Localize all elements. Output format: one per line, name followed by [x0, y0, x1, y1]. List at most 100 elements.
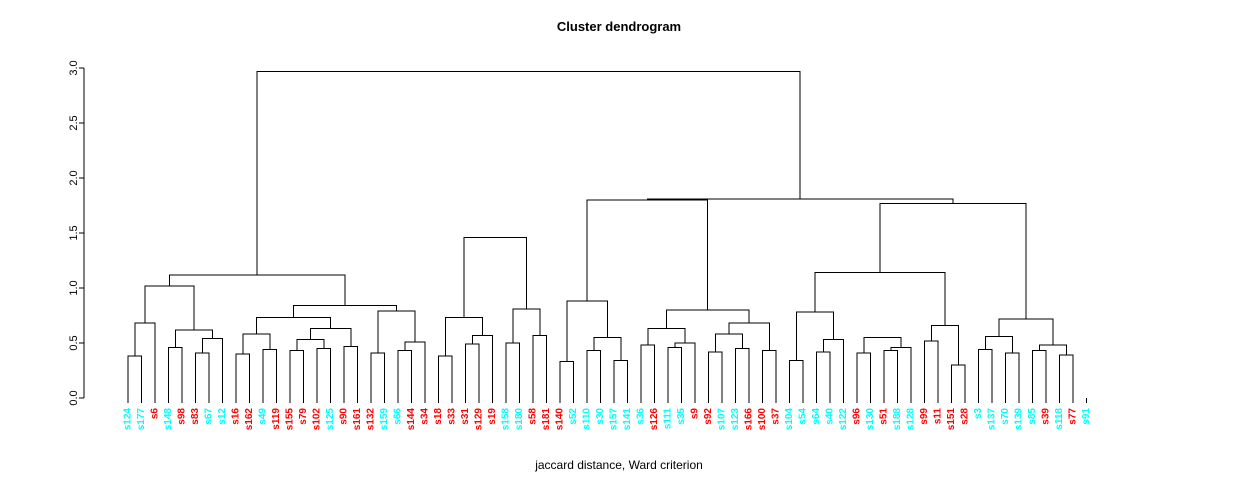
leaf-label: s119	[271, 408, 282, 430]
y-tick-label: 0.5	[68, 335, 80, 350]
dendrogram-branch	[814, 272, 946, 326]
leaf-label: s98	[177, 408, 188, 425]
leaf-label: s148	[163, 408, 174, 431]
leaf-label: s166	[744, 408, 755, 431]
dendrogram-branch	[444, 317, 483, 357]
leaf-label: s129	[474, 408, 485, 431]
leaf-label: s6	[150, 408, 161, 420]
leaf-label: s110	[582, 408, 593, 430]
leaf-label: s37	[771, 408, 782, 425]
dendrogram-branch	[343, 345, 358, 398]
dendrogram-branch	[242, 333, 271, 354]
x-axis-label: jaccard distance, Ward criterion	[535, 458, 703, 472]
dendrogram-branch	[789, 360, 804, 398]
dendrogram-branch	[951, 364, 966, 398]
leaf-label: s9	[690, 408, 701, 420]
leaf-label: s11	[933, 408, 944, 425]
dendrogram-branch	[255, 317, 331, 335]
leaf-label: s58	[528, 408, 539, 425]
dendrogram-branch	[674, 342, 696, 398]
y-tick-label: 1.0	[68, 280, 80, 295]
dendrogram-branch	[532, 334, 547, 398]
dendrogram-branch	[978, 349, 993, 398]
dendrogram-branch	[370, 352, 385, 398]
dendrogram-branch	[665, 309, 750, 329]
leaf-label: s64	[811, 408, 822, 425]
dendrogram-branch	[640, 344, 655, 398]
leaf-label: s144	[406, 408, 417, 431]
leaf-label: s36	[636, 408, 647, 425]
dendrogram-branch	[822, 339, 844, 398]
leaf-label: s124	[123, 408, 134, 431]
leaf-label: s16	[231, 408, 242, 425]
leaf-label: s49	[258, 408, 269, 425]
dendrogram-branch	[762, 350, 777, 398]
dendrogram-branch	[559, 361, 574, 398]
dendrogram-branch	[890, 346, 912, 398]
leaf-label: s30	[595, 408, 606, 425]
dendrogram-branch	[998, 318, 1054, 346]
y-tick-label: 2.0	[68, 170, 80, 185]
leaf-label: s54	[798, 408, 809, 425]
dendrogram-branch	[465, 343, 480, 398]
leaf-label: s66	[393, 408, 404, 425]
leaf-label: s85	[1027, 408, 1038, 425]
dendrogram-branch	[438, 355, 453, 398]
y-tick-label: 0.0	[68, 390, 80, 405]
dendrogram-branches	[127, 70, 1074, 398]
dendrogram-branch	[708, 351, 723, 398]
dendrogram-branch	[377, 310, 416, 353]
dendrogram-branch	[134, 322, 156, 398]
leaf-label: s141	[622, 408, 633, 431]
dendrogram-branch	[984, 335, 1013, 353]
dendrogram-branch	[883, 350, 898, 398]
dendrogram-branch	[471, 334, 493, 398]
leaf-label: s12	[217, 408, 228, 425]
leaf-label: s39	[1041, 408, 1052, 425]
leaf-label: s77	[1068, 408, 1079, 425]
dendrogram-branch	[463, 236, 527, 318]
dendrogram-branch	[1005, 352, 1020, 398]
leaf-label: s123	[730, 408, 741, 431]
leaf-label: s99	[919, 408, 930, 425]
dendrogram-branch	[795, 311, 834, 361]
dendrogram-branch	[292, 305, 397, 318]
leaf-label: s79	[298, 408, 309, 425]
leaf-label: s155	[285, 408, 296, 431]
dendrogram-branch	[924, 340, 939, 398]
dendrogram-branch	[879, 202, 1027, 319]
dendrogram-branch	[667, 346, 682, 398]
leaf-label: s3	[973, 408, 984, 420]
leaf-label: s180	[514, 408, 525, 431]
leaf-label: s28	[960, 408, 971, 425]
leaf-label: s34	[420, 408, 431, 425]
dendrogram-branch	[930, 324, 959, 365]
dendrogram-branch	[397, 350, 412, 398]
leaf-label: s90	[339, 408, 350, 425]
leaf-label: s70	[1000, 408, 1011, 425]
leaf-label: s83	[190, 408, 201, 425]
leaf-label: s111	[663, 408, 674, 430]
y-axis: 0.00.51.01.52.02.53.0	[68, 60, 85, 406]
dendrogram-branch	[127, 355, 142, 398]
dendrogram-branch	[816, 351, 831, 398]
leaf-label: s139	[1014, 408, 1025, 431]
y-tick-label: 1.5	[68, 225, 80, 240]
leaf-label: s100	[757, 408, 768, 431]
y-tick-label: 2.5	[68, 115, 80, 130]
leaf-label: s31	[460, 408, 471, 425]
leaf-label: s157	[609, 408, 620, 431]
dendrogram-branch	[728, 322, 770, 351]
dendrogram-branch	[235, 353, 250, 398]
leaf-label: s177	[136, 408, 147, 431]
leaf-label: s104	[784, 408, 795, 431]
leaf-label: s33	[447, 408, 458, 425]
dendrogram-branch	[256, 70, 801, 275]
dendrogram-branch	[586, 350, 601, 398]
leaf-label: s96	[852, 408, 863, 425]
leaf-label: s52	[568, 408, 579, 425]
leaf-label: s126	[649, 408, 660, 431]
leaf-label: s158	[501, 408, 512, 431]
